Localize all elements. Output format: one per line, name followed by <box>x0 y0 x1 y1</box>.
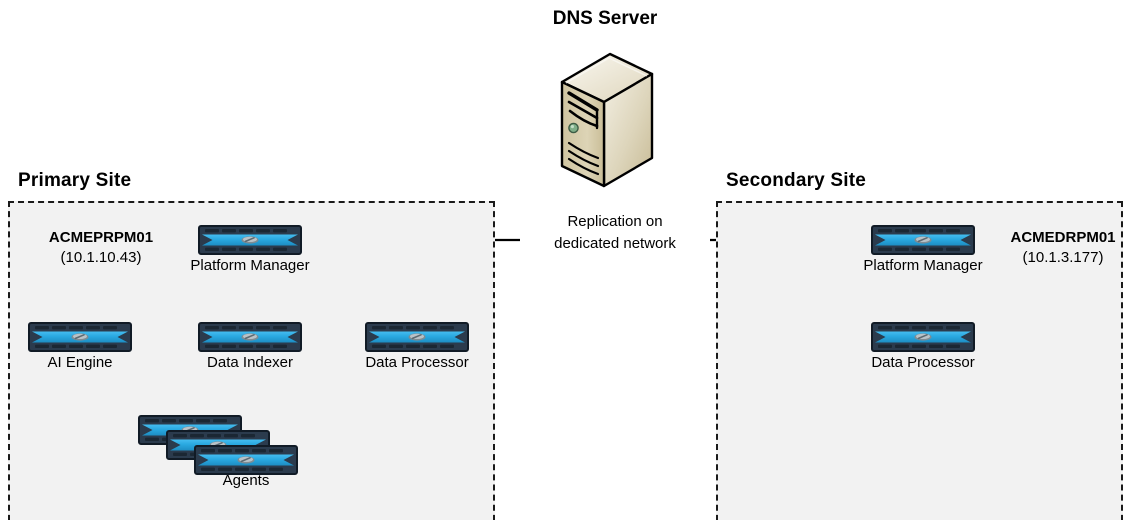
node-label: Platform Manager <box>863 257 983 274</box>
node-label: AI Engine <box>47 354 113 371</box>
primary-host-ip: (10.1.10.43) <box>60 249 142 267</box>
node-label: Data Processor <box>871 354 975 371</box>
replication-label: Replication on dedicated network <box>520 211 710 255</box>
network-appliance-icon <box>871 322 975 352</box>
primary-site-title: Primary Site <box>18 170 132 191</box>
node-primary-platform-manager[interactable]: Platform Manager <box>190 225 310 274</box>
primary-host-label: ACMEPRPM01 (10.1.10.43) <box>26 228 176 269</box>
server-tower-icon <box>540 42 670 192</box>
node-primary-data-indexer[interactable]: Data Indexer <box>198 322 302 371</box>
node-label: Platform Manager <box>190 257 310 274</box>
network-appliance-icon <box>198 322 302 352</box>
secondary-host-label: ACMEDRPM01 (10.1.3.177) <box>988 228 1131 269</box>
network-appliance-icon <box>871 225 975 255</box>
secondary-site-title: Secondary Site <box>726 170 867 191</box>
network-appliance-icon <box>198 225 302 255</box>
network-appliance-icon <box>28 322 132 352</box>
network-appliance-icon <box>194 445 298 475</box>
secondary-host-ip: (10.1.3.177) <box>1022 249 1104 267</box>
agents-stack-label: Agents <box>222 472 270 489</box>
dns-server-title: DNS Server <box>552 8 658 29</box>
node-label: Data Processor <box>365 354 469 371</box>
node-primary-agents-stack[interactable] <box>138 415 298 477</box>
secondary-host-name: ACMEDRPM01 <box>1010 229 1116 246</box>
primary-host-name: ACMEPRPM01 <box>48 229 154 246</box>
network-appliance-icon <box>365 322 469 352</box>
node-primary-data-processor[interactable]: Data Processor <box>365 322 469 371</box>
node-secondary-data-processor[interactable]: Data Processor <box>871 322 975 371</box>
node-secondary-platform-manager[interactable]: Platform Manager <box>863 225 983 274</box>
replication-label-line1: Replication on <box>520 211 710 233</box>
replication-label-line2: dedicated network <box>520 232 710 255</box>
node-label: Data Indexer <box>207 354 293 371</box>
node-primary-ai-engine[interactable]: AI Engine <box>28 322 132 371</box>
